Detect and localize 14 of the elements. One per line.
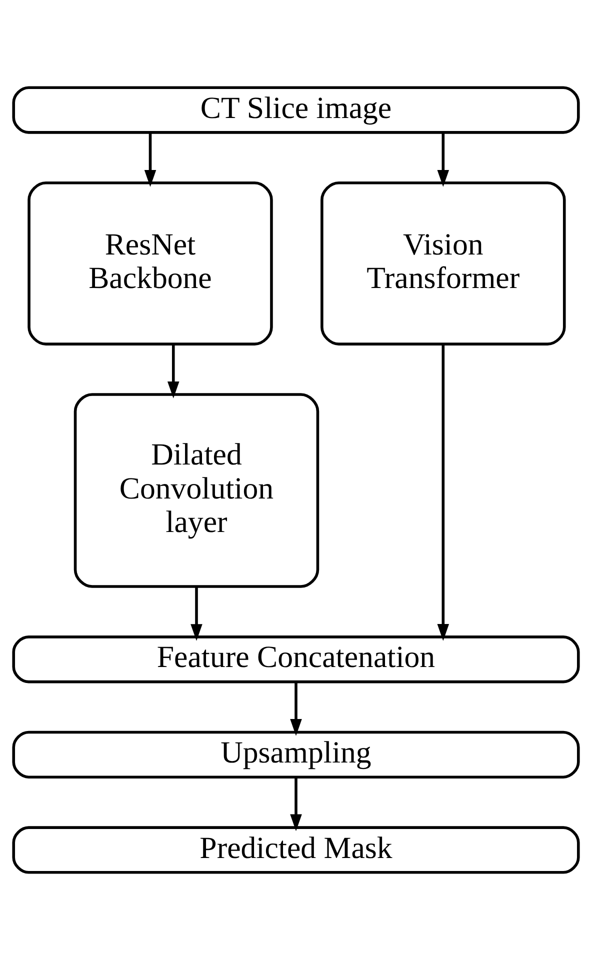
arrow (437, 344, 450, 640)
node-box: CT Slice image (12, 86, 580, 134)
arrow (290, 776, 302, 831)
arrow (167, 344, 180, 398)
node-box: Vision Transformer (320, 181, 566, 345)
arrow (144, 132, 156, 186)
node-box: Predicted Mask (12, 826, 580, 874)
node-box: Upsampling (12, 730, 580, 778)
node-box: ResNet Backbone (28, 181, 273, 345)
arrow (437, 132, 450, 186)
node-box: Dilated Convolution layer (74, 392, 320, 588)
node-box: Feature Concatenation (12, 635, 580, 683)
arrow (290, 681, 302, 736)
arrow (190, 586, 202, 640)
